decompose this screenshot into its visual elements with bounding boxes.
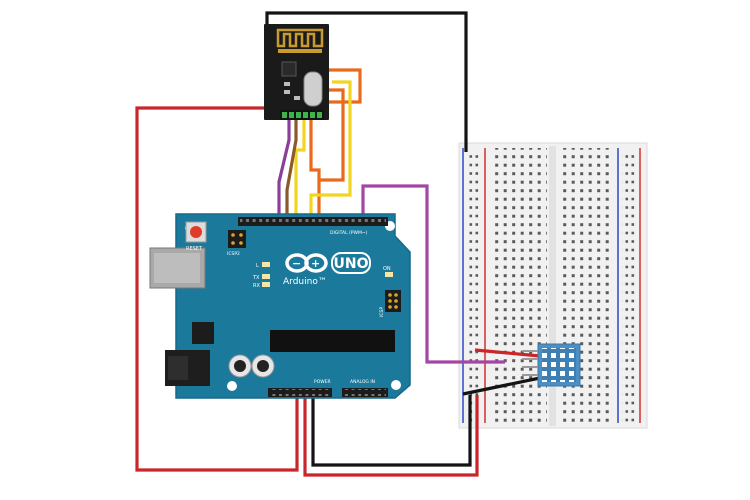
svg-text:+: +	[311, 257, 320, 270]
wire-yellow-2	[309, 80, 352, 218]
led-rx-label: RX	[253, 283, 260, 289]
center-channel	[549, 146, 556, 426]
uno-badge	[331, 252, 371, 274]
wire-brown-spi	[285, 118, 298, 218]
wire-red-5v-to-rail	[303, 393, 479, 477]
usb-chip	[192, 322, 214, 344]
wire-purple-d2-to-dht	[361, 184, 505, 364]
led-tx-label: TX	[252, 275, 260, 281]
brand-text: Arduino™	[283, 277, 327, 287]
dht11-grille	[542, 348, 576, 382]
icsp-label: ICSP	[379, 307, 385, 317]
led-on	[385, 272, 393, 277]
rail-holes-right	[622, 150, 636, 422]
led-l-label: L	[256, 263, 259, 269]
on-label: ON	[383, 266, 391, 272]
rail-holes-left	[467, 150, 481, 422]
led-l	[262, 262, 270, 267]
nrf-chip	[281, 61, 297, 77]
nrf-header	[280, 110, 324, 120]
svg-text:−: −	[292, 257, 301, 270]
icsp2-header	[228, 230, 246, 248]
arduino-logo-icon	[285, 253, 328, 273]
analog-label: ANALOG IN	[350, 379, 375, 385]
uno-text: UNO	[334, 256, 369, 272]
nrf24l01-module	[264, 24, 329, 120]
wire-yellow-1	[294, 118, 306, 218]
icsp-header	[385, 290, 401, 312]
breadboard	[458, 142, 648, 429]
crystal	[303, 71, 323, 107]
arduino-uno-board: − + UNO Arduino™ RESET ICSP2 ICSP DIGITA…	[149, 213, 411, 399]
wire-red-dht-vcc	[474, 348, 541, 358]
digital-label: DIGITAL (PWM~)	[330, 230, 368, 236]
icsp2-label: ICSP2	[227, 251, 240, 257]
wire-violet-spi	[277, 118, 291, 218]
reset-label: RESET	[186, 246, 203, 252]
pcb-antenna	[276, 28, 324, 48]
led-rx	[262, 282, 270, 287]
dht11-sensor	[522, 343, 581, 387]
led-tx	[262, 274, 270, 279]
atmega-chip	[270, 330, 395, 352]
wire-black-gnd-to-rail	[311, 393, 472, 467]
wire-black-dht-gnd	[462, 376, 541, 396]
power-label: POWER	[314, 379, 331, 385]
